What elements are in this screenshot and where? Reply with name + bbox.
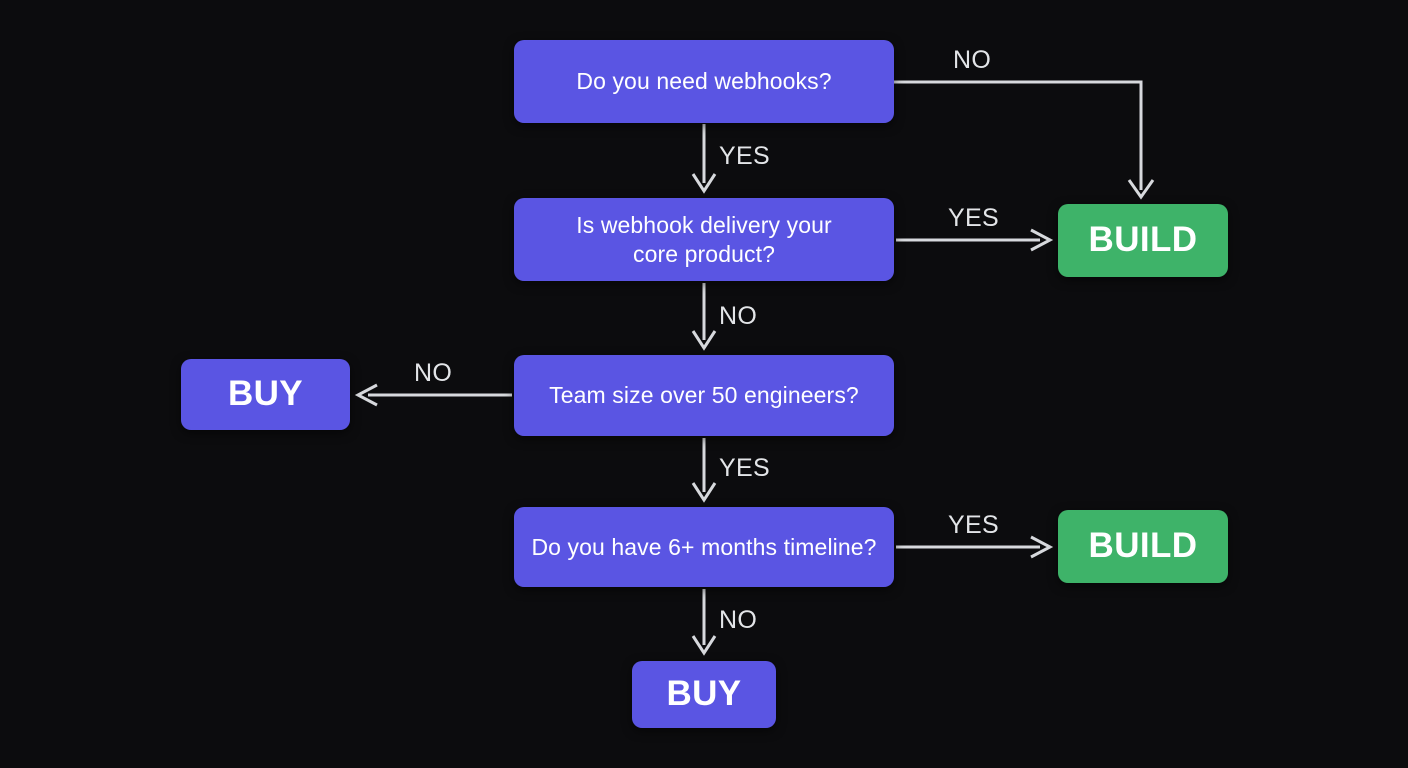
decision-node-core-product[interactable]: Is webhook delivery your core product? — [514, 198, 894, 281]
decision-node-timeline[interactable]: Do you have 6+ months timeline? — [514, 507, 894, 587]
decision-node-core-product-label: Is webhook delivery your core product? — [576, 211, 832, 267]
terminal-node-buy-bottom[interactable]: BUY — [632, 661, 776, 728]
edge-label-timeline-yes: YES — [948, 511, 999, 539]
edge-label-webhooks-no: NO — [953, 46, 992, 74]
terminal-node-build-bottom-label: BUILD — [1088, 526, 1198, 566]
terminal-node-build-top-label: BUILD — [1088, 220, 1198, 260]
decision-node-need-webhooks-label: Do you need webhooks? — [576, 68, 832, 95]
edge-label-webhooks-yes: YES — [719, 142, 770, 170]
terminal-node-buy-left-label: BUY — [227, 374, 304, 414]
edge-timeline-no — [691, 589, 717, 656]
core-product-line-1: Is webhook delivery your — [576, 212, 832, 239]
core-product-line-2: core product? — [633, 240, 775, 267]
edge-core-yes — [896, 228, 1054, 252]
decision-node-timeline-label: Do you have 6+ months timeline? — [531, 533, 877, 560]
edge-label-team-size-yes: YES — [719, 454, 770, 482]
edge-team-no — [354, 383, 512, 407]
edge-label-team-size-no: NO — [414, 359, 453, 387]
edge-label-timeline-no: NO — [719, 606, 758, 634]
terminal-node-build-bottom[interactable]: BUILD — [1058, 510, 1228, 583]
decision-node-team-size[interactable]: Team size over 50 engineers? — [514, 355, 894, 436]
edge-timeline-yes — [896, 535, 1054, 559]
terminal-node-build-top[interactable]: BUILD — [1058, 204, 1228, 277]
edge-webhooks-yes — [691, 124, 717, 194]
edge-webhooks-no — [894, 80, 1155, 200]
decision-node-need-webhooks[interactable]: Do you need webhooks? — [514, 40, 894, 123]
edge-team-yes — [691, 438, 717, 503]
edge-core-no — [691, 283, 717, 351]
edge-label-core-product-yes: YES — [948, 204, 999, 232]
terminal-node-buy-bottom-label: BUY — [666, 674, 742, 714]
edge-label-core-product-no: NO — [719, 302, 758, 330]
decision-node-team-size-label: Team size over 50 engineers? — [549, 382, 859, 409]
terminal-node-buy-left[interactable]: BUY — [181, 359, 350, 430]
